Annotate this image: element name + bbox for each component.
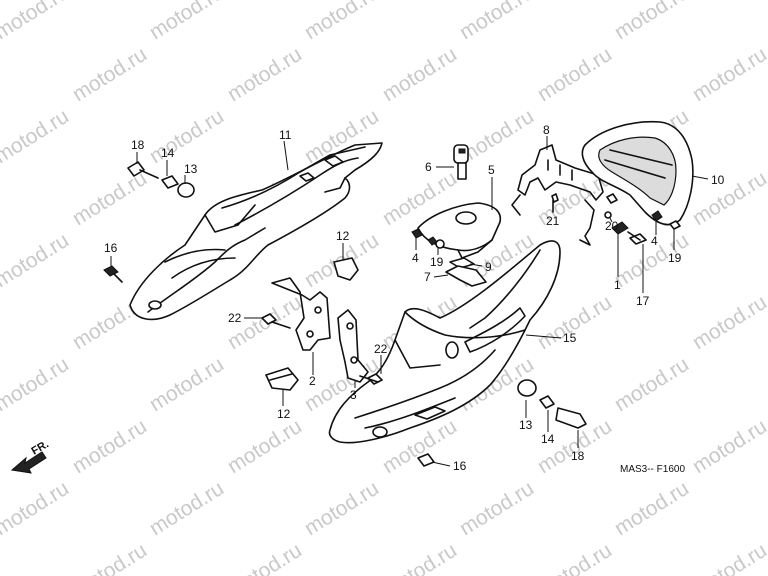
rear-bracket [511,144,604,246]
callout-labels: 11 18 14 13 16 12 22 2 12 3 22 6 5 8 10 … [104,123,725,473]
callout-19: 19 [430,255,444,269]
front-arrow-icon [10,451,47,474]
leader-lines [110,136,709,467]
callout-17: 17 [636,294,650,308]
callout-16: 16 [453,459,467,473]
callout-12: 12 [277,407,291,421]
callout-10: 10 [711,173,725,187]
callout-18: 18 [571,449,585,463]
callout-6: 6 [425,160,432,174]
callout-5: 5 [488,163,495,177]
callout-1: 1 [614,278,621,292]
callout-4: 4 [651,234,658,248]
diagram-code: MAS3-- F1600 [620,464,685,475]
callout-7: 7 [424,270,431,284]
callout-3: 3 [350,388,357,402]
callout-18: 18 [131,138,145,152]
callout-2: 2 [309,374,316,388]
callout-13: 13 [519,418,533,432]
fasteners-bottom [417,379,587,467]
grab-rail [581,120,694,226]
callout-19: 19 [668,251,682,265]
stay-2 [271,277,331,351]
callout-20: 20 [605,219,619,233]
stay-3 [337,309,369,383]
callout-21: 21 [546,214,560,228]
clip-12a [333,257,359,281]
callout-22: 22 [374,342,388,356]
front-direction-indicator: FR. [10,438,51,474]
front-label: FR. [30,438,51,457]
right-rear-cowl [328,240,561,444]
left-rear-cowl [129,142,383,321]
callout-15: 15 [563,331,577,345]
callout-16: 16 [104,241,118,255]
callout-4: 4 [412,251,419,265]
clip-12b [265,367,299,391]
seat-cowl-cover [417,202,502,259]
fasteners-left [103,161,383,385]
fasteners-center [411,228,487,287]
key-cylinder [453,144,469,180]
callout-14: 14 [161,146,175,160]
callout-14: 14 [541,432,555,446]
callout-9: 9 [485,260,492,274]
callout-11: 11 [279,128,292,142]
callout-13: 13 [184,162,198,176]
callout-12: 12 [336,229,350,243]
callout-22: 22 [228,311,242,325]
callout-8: 8 [543,123,550,137]
